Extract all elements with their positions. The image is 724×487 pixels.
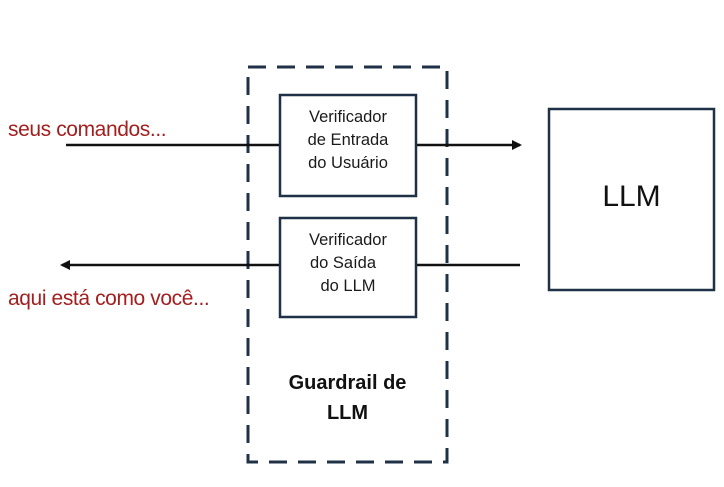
input-checker-line1: Verificador [309, 108, 387, 126]
output-checker-line1: Verificador [309, 231, 387, 249]
output-checker-box [278, 216, 418, 319]
input-checker-text: Verificador de Entrada do Usuário [280, 106, 416, 175]
llm-label: LLM [602, 180, 661, 213]
output-checker-line2: do Saída [309, 254, 377, 272]
guardrail-title: Guardrail de LLM [248, 368, 447, 428]
guardrail-line1: Guardrail de [288, 372, 407, 394]
guardrail-line2: LLM [326, 402, 369, 424]
llm-box [547, 107, 716, 292]
input-checker-line2: de Entrada [307, 131, 389, 149]
input-label: seus comandos... [8, 118, 167, 141]
output-checker-text: Verificador do Saída do LLM [280, 229, 416, 298]
input-checker-line3: do Usuário [308, 154, 388, 172]
output-checker-line3: do LLM [320, 277, 376, 295]
input-checker-box [278, 93, 418, 198]
output-label: aqui está como você... [8, 287, 210, 310]
